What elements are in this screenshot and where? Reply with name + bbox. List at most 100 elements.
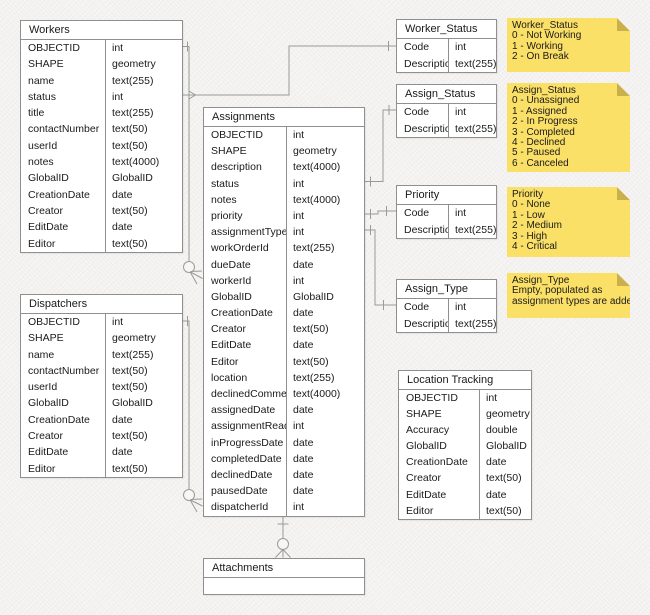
table-assign-status[interactable]: Assign_Status CodeintDescriptiontext(255… <box>396 84 497 138</box>
connector-assignments-assignmenttype-assign-type-code[interactable] <box>365 225 396 310</box>
note-line: 6 - Canceled <box>512 157 569 169</box>
field-row[interactable]: workOrderId text(255) <box>204 240 364 257</box>
note-line: 3 - Completed <box>512 126 575 138</box>
connector-dispatchers-objectid-assignments-dispatcherid[interactable] <box>183 316 203 513</box>
field-row[interactable]: Descriptiontext(255) <box>397 120 496 137</box>
field-row[interactable]: declinedCommenttext(4000) <box>204 386 364 403</box>
field-row[interactable]: Descriptiontext(255) <box>397 221 496 238</box>
field-name: declinedDate <box>211 468 273 481</box>
connector-workers-status-worker-status-code[interactable] <box>183 41 396 100</box>
field-row[interactable]: Editor text(50) <box>21 460 182 477</box>
field-row[interactable]: Descriptiontext(255) <box>397 315 496 332</box>
table-priority[interactable]: Priority CodeintDescriptiontext(255) <box>396 185 497 239</box>
table-empty-body <box>204 578 364 594</box>
field-name: workOrderId <box>211 242 269 255</box>
field-type: date <box>286 450 364 467</box>
connector-assignments-status-assign-status-code[interactable] <box>365 105 396 187</box>
field-type: double <box>479 422 531 439</box>
connector-assignments-priority-priority-code[interactable] <box>365 206 396 219</box>
connector-assignments-attachments[interactable] <box>275 514 291 558</box>
note-line: 1 - Assigned <box>512 105 568 117</box>
field-name: location <box>211 371 248 384</box>
field-name: Editor <box>28 462 56 475</box>
table-attachments[interactable]: Attachments <box>203 558 365 595</box>
field-name: Creator <box>211 323 247 336</box>
field-type: int <box>286 207 364 225</box>
field-type: text(50) <box>105 460 182 477</box>
field-type: text(255) <box>448 55 496 72</box>
field-row[interactable]: Descriptiontext(255) <box>397 55 496 72</box>
connector-workers-objectid-assignments-workerid[interactable] <box>183 41 203 285</box>
field-type: text(255) <box>286 240 364 257</box>
table-worker-status[interactable]: Worker_Status CodeintDescriptiontext(255… <box>396 19 497 73</box>
field-name: Description <box>404 57 448 70</box>
field-name: OBJECTID <box>28 42 80 54</box>
table-assign-type[interactable]: Assign_Type CodeintDescriptiontext(255) <box>396 279 497 333</box>
